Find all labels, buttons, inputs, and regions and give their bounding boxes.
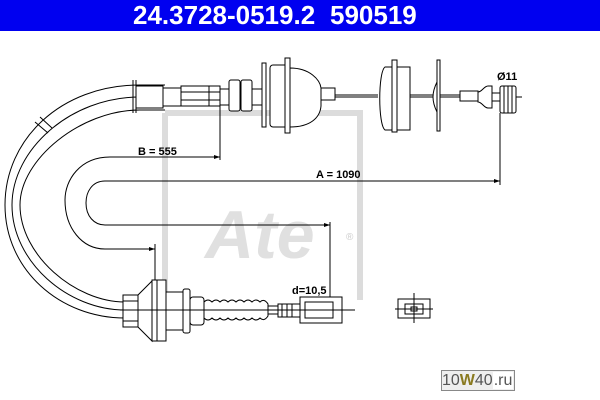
pedal-end [120,279,355,343]
badge-w: W [459,372,475,389]
badge-suffix: .ru [492,372,514,389]
eye-section-detail [395,293,433,323]
reference-number: 590519 [330,0,417,30]
dimension-a [85,113,501,302]
part-number: 24.3728-0519.2 [133,0,316,30]
diameter-label: Ø11 [497,71,517,83]
badge-prefix: 10 [442,372,460,389]
cable-sheath [4,84,165,319]
registered-mark: ® [346,232,354,243]
dimension-b [64,97,221,312]
watermark-badge: 10W40.ru [441,370,515,391]
dimension-b-label: B = 555 [138,146,177,158]
title-bar: 24.3728-0519.2 590519 [0,0,600,31]
ate-watermark: Ate ® [162,110,363,310]
dimension-a-label: A = 1090 [316,169,361,181]
adjuster-end [132,57,522,134]
eye-diameter-label: d=10,5 [292,285,327,297]
badge-number: 40 [474,372,493,389]
ate-logo: Ate [203,197,315,273]
